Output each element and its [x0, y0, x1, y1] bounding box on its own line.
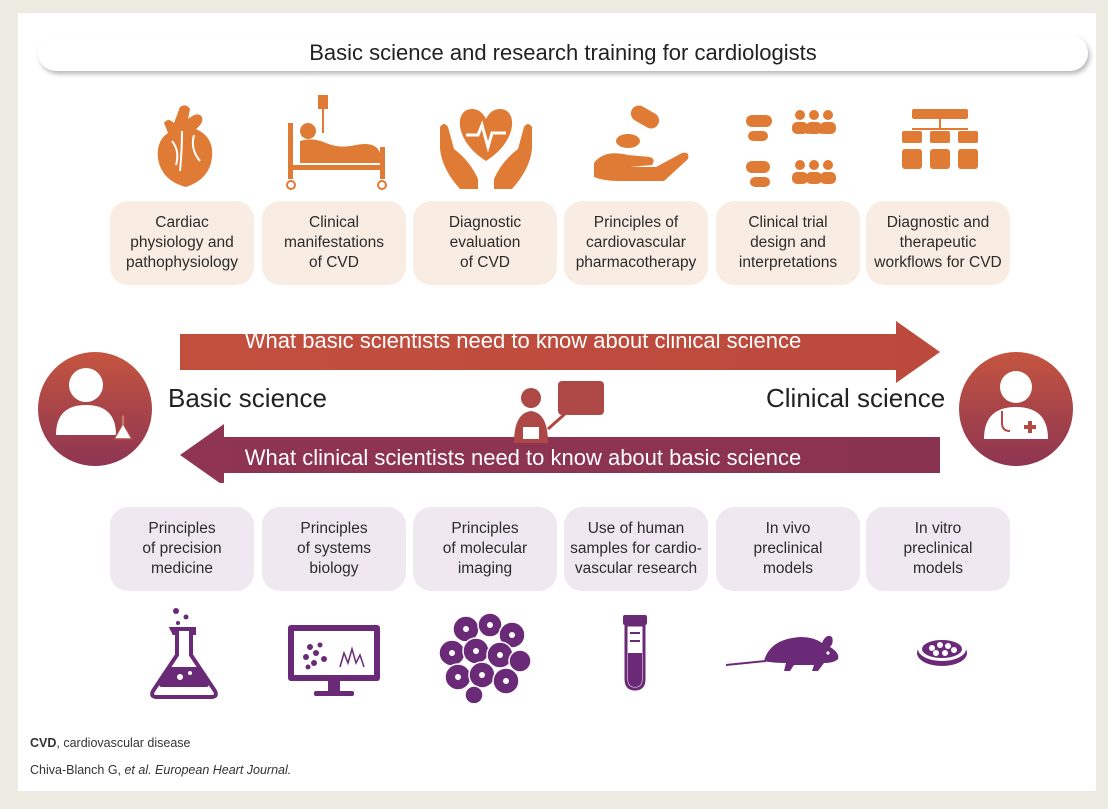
arrows-layer	[38, 321, 1073, 483]
petri-dish-icon	[917, 637, 967, 666]
topic-clinical-trial-design: Clinical trial design and interpretation…	[716, 201, 860, 285]
pills-people-icon	[746, 110, 836, 187]
figure-card: Basic science and research training for …	[18, 13, 1096, 791]
citation-journal: et al. European Heart Journal.	[124, 763, 292, 777]
basic-science-label: Basic science	[168, 383, 327, 413]
topic-pharmacotherapy: Principles of cardiovascular pharmacothe…	[564, 201, 708, 285]
topic-clinical-manifestations: Clinical manifestations of CVD	[262, 201, 406, 285]
basic-scientist-icon	[38, 352, 152, 466]
heart-anatomy-icon	[157, 105, 213, 187]
workflow-icon	[902, 109, 978, 169]
footnote-abbrev: CVD	[30, 736, 57, 750]
topic-molecular-imaging: Principles of molecular imaging	[413, 507, 557, 591]
topic-precision-medicine: Principles of precision medicine	[110, 507, 254, 591]
clinical-science-label: Clinical science	[766, 383, 946, 413]
footnote-definition: , cardiovascular disease	[56, 736, 191, 750]
arrow-left-label: What clinical scientists need to know ab…	[244, 445, 802, 470]
hands-heart-icon	[440, 109, 532, 189]
cells-icon	[438, 612, 532, 703]
test-tube-icon	[623, 615, 647, 691]
topic-in-vivo-models: In vivo preclinical models	[716, 507, 860, 591]
teacher-board-icon	[514, 381, 604, 443]
hospital-bed-icon	[286, 95, 387, 190]
monitor-data-icon	[288, 625, 380, 696]
footnote-abbreviation: CVD, cardiovascular disease	[30, 736, 191, 750]
topic-cardiac-physiology: Cardiac physiology and pathophysiology	[110, 201, 254, 285]
topic-systems-biology: Principles of systems biology	[262, 507, 406, 591]
topic-in-vitro-models: In vitro preclinical models	[866, 507, 1010, 591]
figure-title: Basic science and research training for …	[38, 35, 1088, 71]
arrow-right-label: What basic scientists need to know about…	[244, 328, 802, 353]
arrow-left	[180, 424, 940, 483]
flask-icon	[150, 608, 218, 699]
citation: Chiva-Blanch G, et al. European Heart Jo…	[30, 763, 291, 777]
citation-authors: Chiva-Blanch G,	[30, 763, 125, 777]
topic-diagnostic-workflows: Diagnostic and therapeutic workflows for…	[866, 201, 1010, 285]
topic-human-samples: Use of human samples for cardio- vascula…	[564, 507, 708, 591]
arrow-right	[180, 321, 940, 383]
mouse-icon	[725, 635, 839, 671]
clinical-scientist-icon	[959, 352, 1073, 466]
topic-diagnostic-evaluation: Diagnostic evaluation of CVD	[413, 201, 557, 285]
hand-pills-icon	[594, 105, 689, 181]
